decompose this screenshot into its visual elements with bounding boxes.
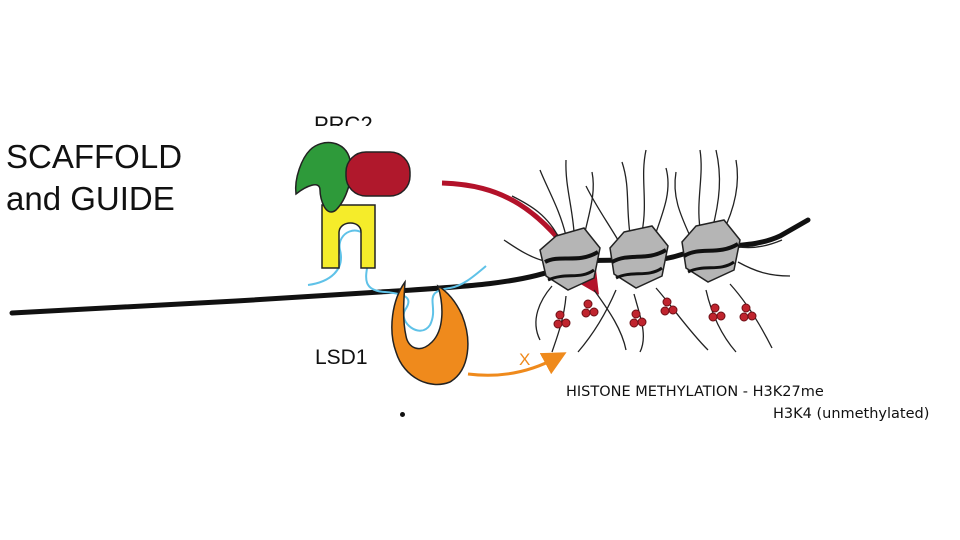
h3k4-label: H3K4 (unmethylated) xyxy=(773,406,930,422)
methylation-label: HISTONE METHYLATION - H3K27me xyxy=(566,384,824,400)
bullet-dot xyxy=(400,412,405,417)
nucleosome-2 xyxy=(609,225,669,289)
lsd1-blocked-arrow xyxy=(467,352,567,377)
heading-line-2: and GUIDE xyxy=(6,180,175,217)
nucleosome-3 xyxy=(681,219,741,283)
histone-tails xyxy=(503,149,791,353)
lsd1-enzyme-icon xyxy=(391,279,469,386)
methyl-cluster-icon xyxy=(553,297,757,329)
heading-line-1: SCAFFOLD xyxy=(6,138,183,175)
lsd1-label: LSD1 xyxy=(315,346,368,369)
slide-heading: SCAFFOLD and GUIDE xyxy=(6,136,182,220)
prc2-label: PRC2 xyxy=(314,112,373,126)
blocked-mark: X xyxy=(519,350,531,369)
prc2-complex-icon xyxy=(294,141,411,269)
nucleosome-1 xyxy=(539,227,601,291)
